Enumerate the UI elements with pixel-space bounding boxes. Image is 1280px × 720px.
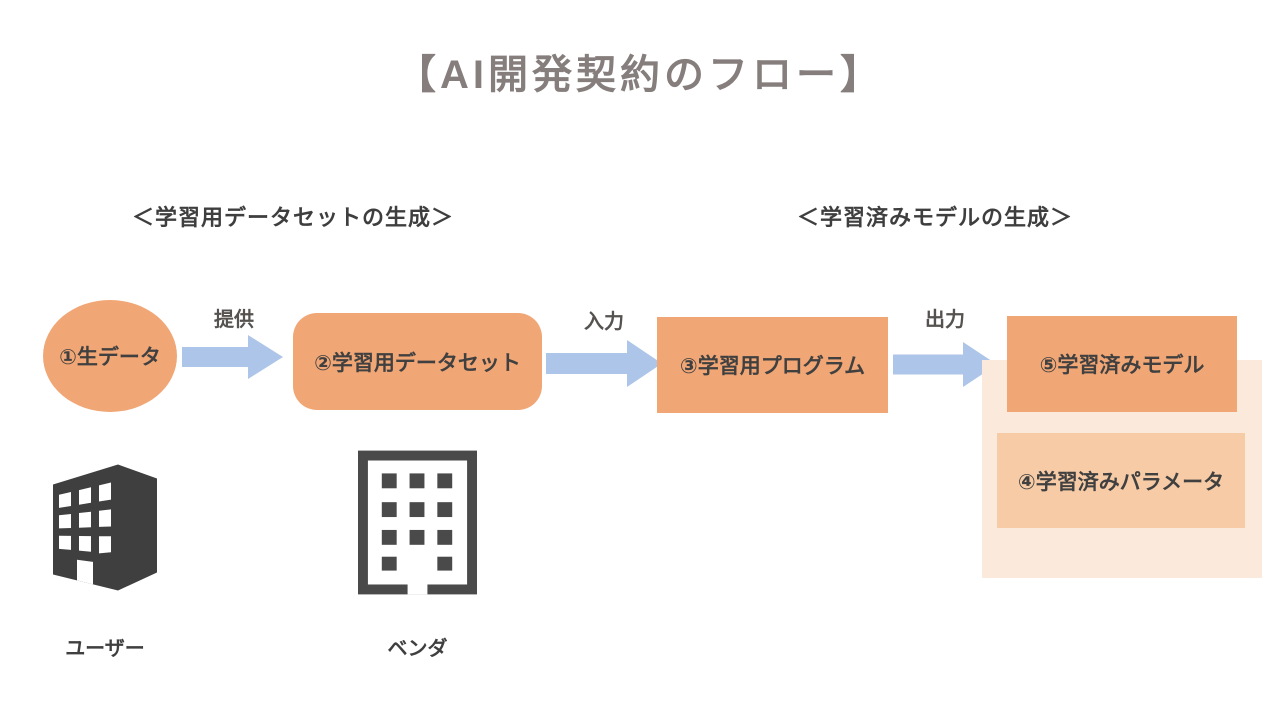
arrow-input-label: 入力 <box>584 311 624 333</box>
section-header-dataset-generation: ＜学習用データセットの生成＞ <box>132 205 455 230</box>
page-title: 【AI開発契約のフロー】 <box>396 53 884 97</box>
section-header-model-generation: ＜学習済みモデルの生成＞ <box>797 205 1074 230</box>
vendor-actor-label: ベンダ <box>387 638 448 660</box>
node-training-dataset: ②学習用データセット <box>293 313 542 410</box>
node-trained-model-label: ⑤学習済みモデル <box>1039 354 1205 377</box>
user-building-icon <box>53 464 157 591</box>
node-trained-model: ⑤学習済みモデル <box>1007 316 1237 412</box>
node-training-dataset-label: ②学習用データセット <box>314 351 521 375</box>
node-raw-data: ①生データ <box>43 300 177 412</box>
user-actor-label: ユーザー <box>65 638 145 660</box>
node-training-program: ③学習用プログラム <box>657 317 888 413</box>
node-trained-parameters: ④学習済みパラメータ <box>997 433 1245 528</box>
arrow-input-icon <box>546 340 662 387</box>
node-trained-parameters-label: ④学習済みパラメータ <box>1017 470 1225 494</box>
arrow-provide-icon <box>182 335 283 379</box>
arrow-output-label: 出力 <box>925 309 965 331</box>
node-training-program-label: ③学習用プログラム <box>679 355 866 378</box>
arrow-provide-label: 提供 <box>214 309 254 331</box>
node-raw-data-label: ①生データ <box>59 346 161 369</box>
arrow-output-icon <box>893 342 997 387</box>
vendor-building-icon <box>358 450 477 595</box>
